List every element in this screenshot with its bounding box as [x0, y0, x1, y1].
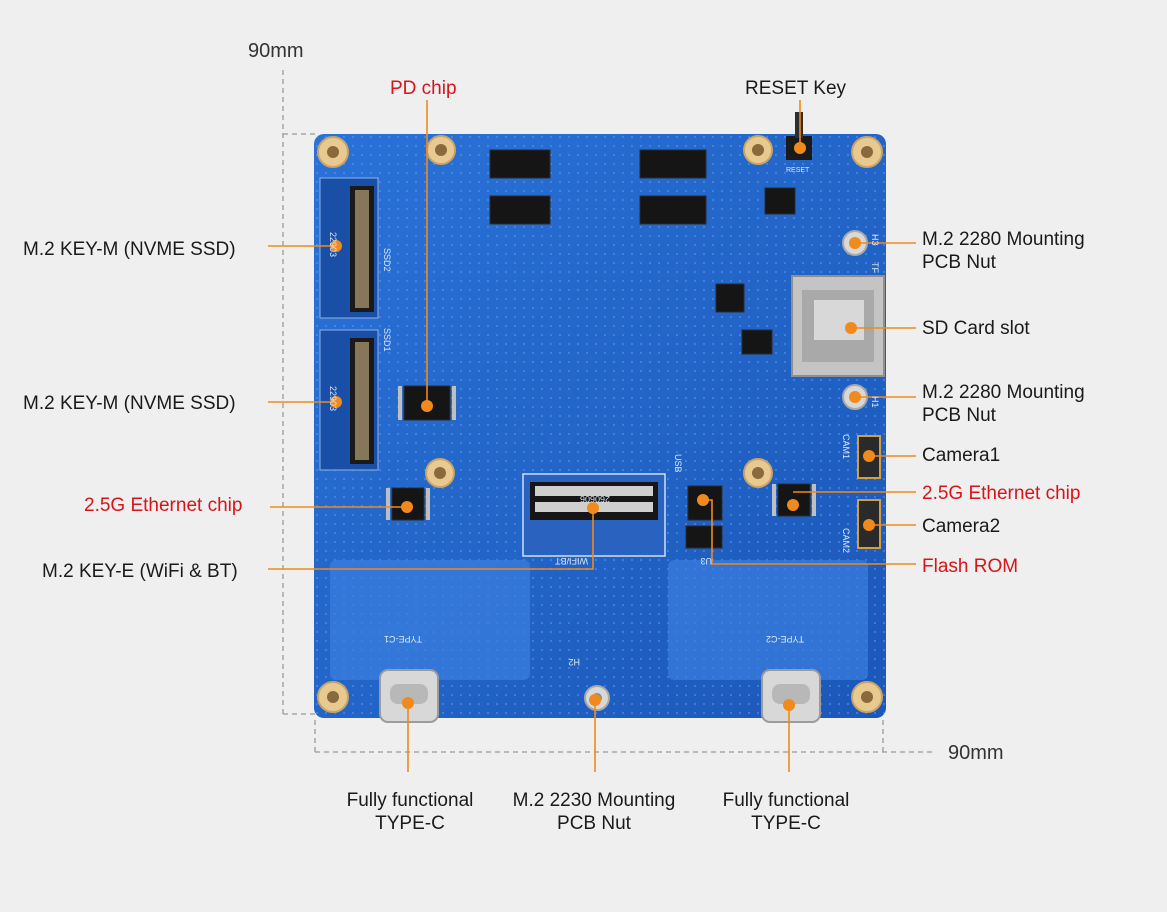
m2-2280-nut-1-line2: PCB Nut: [922, 252, 996, 273]
m2-2230-nut-label: M.2 2230 Mounting PCB Nut: [496, 789, 692, 835]
leader-lines: [268, 100, 916, 772]
width-dimension-label: 90mm: [248, 40, 304, 62]
camera2-label: Camera2: [922, 516, 1001, 537]
typec-right-line2: TYPE-C: [751, 813, 821, 834]
wifi-silk: WIFI/BT: [555, 556, 588, 566]
ssd2-silk: SSD2: [382, 248, 392, 272]
reset-key-label: RESET Key: [745, 78, 847, 99]
h1-silk: H1: [870, 396, 880, 408]
typec2-silk: TYPE-C2: [766, 634, 804, 644]
u3-silk: U3: [700, 556, 712, 566]
dimension-lines: [282, 70, 935, 753]
m2-key-e-label: M.2 KEY-E (WiFi & BT): [42, 561, 238, 582]
typec-left-line1: Fully functional: [346, 790, 474, 811]
ssd1-silk: SSD1: [382, 328, 392, 352]
m2-key-m-label-1: M.2 KEY-M (NVME SSD): [23, 239, 236, 260]
sd-card-slot-body: [791, 275, 885, 377]
pd-chip-label: PD chip: [390, 78, 457, 99]
flash-rom-label: Flash ROM: [922, 556, 1019, 577]
m2-key-e-slot: [522, 473, 666, 557]
typec-left-label: Fully functional TYPE-C: [338, 789, 482, 835]
camera1-label: Camera1: [922, 445, 1001, 466]
m2-2280-nut-1-line1: M.2 2280 Mounting: [922, 229, 1085, 250]
typec-connectors: [379, 669, 821, 723]
height-dimension-label: 90mm: [948, 742, 1004, 764]
typec-right-label: Fully functional TYPE-C: [714, 789, 858, 835]
ssd1-size-silk: 22903: [328, 386, 338, 411]
m2-2280-nut-2-line2: PCB Nut: [922, 405, 996, 426]
m2-2280-nut-label-2: M.2 2280 Mounting PCB Nut: [922, 381, 1085, 427]
h2-silk: H2: [568, 657, 580, 667]
cam1-silk: CAM1: [841, 434, 851, 459]
typec-right-line1: Fully functional: [722, 790, 850, 811]
m2-2230-nut-line2: PCB Nut: [557, 813, 631, 834]
cam2-silk: CAM2: [841, 528, 851, 553]
m2-ssd-slots: [319, 177, 379, 471]
leader-dots: [330, 142, 875, 711]
sd-card-slot-label: SD Card slot: [922, 318, 1030, 339]
h3-silk: H3: [870, 234, 880, 246]
usb-silk: USB: [673, 454, 683, 473]
eth-chip-left-label: 2.5G Ethernet chip: [84, 495, 243, 516]
typec-left-line2: TYPE-C: [375, 813, 445, 834]
m2-2280-nut-label-1: M.2 2280 Mounting PCB Nut: [922, 228, 1085, 274]
m2-2280-nut-2-line1: M.2 2280 Mounting: [922, 382, 1085, 403]
reset-silk: RESET: [786, 167, 810, 174]
m2-2230-nut-line1: M.2 2230 Mounting: [512, 790, 676, 811]
tf-silk: TF: [870, 262, 880, 273]
typec1-silk: TYPE-C1: [384, 634, 422, 644]
ssd2-size-silk: 22903: [328, 232, 338, 257]
wifi-size-silk: 260606: [580, 494, 610, 504]
eth-chip-right-label: 2.5G Ethernet chip: [922, 483, 1081, 504]
m2-key-m-label-2: M.2 KEY-M (NVME SSD): [23, 393, 236, 414]
